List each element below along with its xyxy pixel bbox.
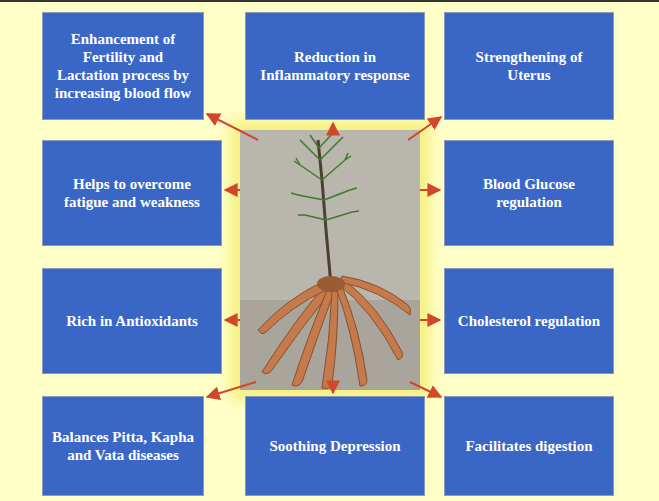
top-border <box>0 0 659 2</box>
benefit-box: Reduction in Inflammatory response <box>245 12 425 120</box>
arrow <box>420 189 440 191</box>
benefit-text: Soothing Depression <box>269 437 400 455</box>
benefit-text: Rich in Antioxidants <box>66 312 198 330</box>
benefit-box: Cholesterol regulation <box>444 268 614 374</box>
benefit-box: Rich in Antioxidants <box>42 268 222 374</box>
benefit-box: Blood Glucose regulation <box>444 140 614 246</box>
benefit-text: Helps to overcome fatigue and weakness <box>51 175 213 211</box>
benefit-box: Helps to overcome fatigue and weakness <box>42 140 222 246</box>
benefit-text: Enhancement of Fertility and Lactation p… <box>51 30 195 102</box>
benefit-box: Enhancement of Fertility and Lactation p… <box>42 12 204 120</box>
benefit-text: Facilitates digestion <box>465 437 592 455</box>
benefit-box: Balances Pitta, Kapha and Vata diseases <box>42 396 204 496</box>
arrow <box>408 117 441 140</box>
benefit-box: Strengthening of Uterus <box>444 12 614 120</box>
photo-glow <box>230 120 430 400</box>
arrow <box>225 319 240 321</box>
benefit-text: Cholesterol regulation <box>458 312 600 330</box>
benefit-text: Blood Glucose regulation <box>453 175 605 211</box>
arrow <box>332 123 334 134</box>
benefit-box: Facilitates digestion <box>444 396 614 496</box>
arrow <box>225 189 240 191</box>
arrows <box>207 114 441 397</box>
benefit-text: Strengthening of Uterus <box>453 48 605 84</box>
benefit-text: Balances Pitta, Kapha and Vata diseases <box>51 428 195 464</box>
arrow <box>410 382 441 397</box>
benefit-text: Reduction in Inflammatory response <box>254 48 416 84</box>
plant-photo <box>240 130 420 390</box>
arrow <box>207 382 256 397</box>
benefit-box: Soothing Depression <box>245 396 425 496</box>
arrow <box>420 319 440 321</box>
arrow <box>332 382 334 393</box>
